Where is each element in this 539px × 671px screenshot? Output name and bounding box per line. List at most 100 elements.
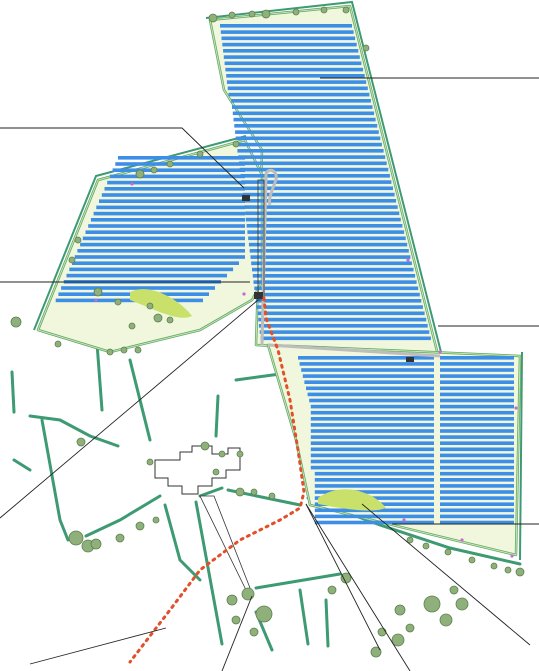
- panel-row: [260, 336, 431, 341]
- panel-row: [253, 280, 417, 284]
- leader-line: [305, 503, 381, 651]
- panel-row: [440, 484, 514, 488]
- panel-row: [310, 447, 434, 452]
- panel-row: [310, 435, 434, 439]
- fence-post: [94, 298, 98, 302]
- panel-row: [69, 267, 234, 272]
- panel-row: [255, 299, 422, 303]
- panel-row: [440, 380, 514, 384]
- tree: [68, 530, 84, 546]
- hedgerow: [194, 500, 224, 646]
- site-field-inner-edge: [267, 344, 521, 556]
- tree: [504, 566, 512, 574]
- panel-row: [85, 230, 245, 234]
- panel-row: [249, 249, 409, 253]
- ecology-grassland: [130, 289, 386, 511]
- hedgerow: [10, 370, 16, 414]
- tree: [423, 595, 441, 613]
- panel-row: [310, 417, 434, 421]
- panel-row: [77, 249, 246, 253]
- panel-row: [256, 305, 423, 309]
- panel-row: [244, 205, 398, 209]
- panel-row: [82, 236, 245, 241]
- tree: [10, 316, 22, 328]
- panel-row: [232, 111, 375, 116]
- leader-line: [29, 627, 167, 665]
- hedgerow: [519, 351, 523, 561]
- tree: [226, 594, 238, 606]
- inverter-box: [406, 357, 414, 362]
- tree: [166, 160, 174, 168]
- panel-row: [115, 162, 245, 166]
- farm-lane: [199, 495, 251, 591]
- panel-row: [251, 261, 412, 266]
- panel-row: [90, 218, 246, 222]
- grid-connection-cable: [128, 296, 306, 664]
- panel-row: [440, 417, 514, 421]
- tree: [391, 633, 405, 647]
- panel-row: [440, 502, 514, 506]
- panel-row: [242, 186, 393, 191]
- panel-row: [66, 273, 227, 278]
- tree: [292, 8, 300, 16]
- tree: [490, 562, 498, 570]
- tree: [54, 340, 62, 348]
- tree: [114, 298, 122, 306]
- panel-row: [234, 124, 378, 128]
- panel-row: [314, 484, 434, 488]
- panel-row: [440, 398, 514, 403]
- panel-row: [231, 99, 371, 103]
- panel-row: [80, 242, 245, 247]
- panel-row: [61, 286, 215, 290]
- panel-row: [221, 36, 356, 41]
- fence-post: [406, 258, 410, 262]
- panel-row: [112, 168, 245, 172]
- panel-row: [118, 156, 245, 160]
- panel-row: [440, 368, 514, 372]
- panel-row: [245, 211, 400, 216]
- cable-route: [128, 296, 306, 664]
- panel-row: [241, 180, 392, 184]
- tree: [249, 627, 259, 637]
- panel-row: [440, 447, 514, 452]
- panel-row: [243, 199, 397, 203]
- tree: [200, 441, 210, 451]
- panel-row: [250, 255, 411, 259]
- panel-row: [258, 317, 427, 322]
- panel-row: [440, 362, 514, 366]
- panel-row: [239, 167, 389, 172]
- fence-post: [460, 538, 464, 542]
- tree: [261, 9, 271, 19]
- panel-row: [257, 311, 425, 316]
- panel-row: [226, 80, 367, 84]
- panel-row: [314, 490, 434, 494]
- tree: [439, 613, 453, 627]
- panel-row: [310, 465, 434, 470]
- tree: [449, 585, 459, 595]
- panel-row: [440, 520, 514, 525]
- tree: [515, 567, 525, 577]
- tree: [255, 605, 273, 623]
- hedgerow: [84, 494, 162, 538]
- tree: [468, 556, 476, 564]
- tree: [377, 627, 387, 637]
- panel-row: [248, 242, 408, 247]
- panel-row: [259, 330, 430, 334]
- solar-array-rows: [55, 24, 514, 525]
- panel-row: [245, 217, 401, 222]
- panel-row: [440, 441, 514, 445]
- panel-row: [232, 105, 373, 109]
- tree: [90, 538, 102, 550]
- tree: [250, 488, 258, 496]
- hedgerow: [163, 503, 202, 582]
- panel-row: [220, 24, 352, 28]
- panel-row: [440, 490, 514, 494]
- panel-row: [310, 423, 434, 427]
- panel-row: [310, 453, 434, 458]
- panel-row: [238, 155, 386, 159]
- tree: [231, 615, 241, 625]
- hedgerow: [214, 394, 220, 438]
- panel-row: [440, 392, 514, 397]
- fence-post: [438, 350, 442, 354]
